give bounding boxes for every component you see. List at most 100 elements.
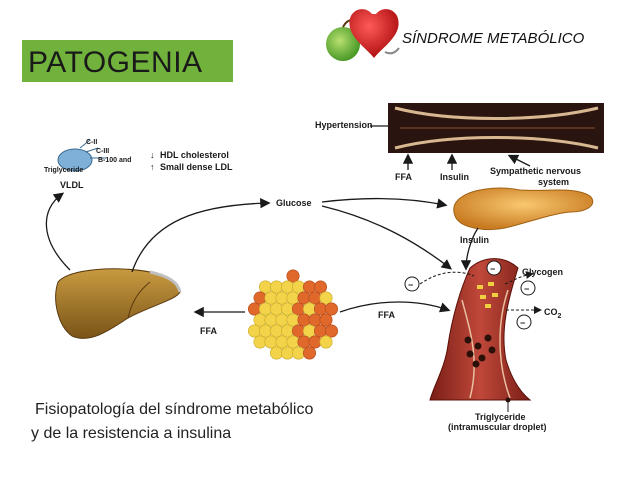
fat-cell bbox=[280, 280, 294, 294]
fat-cell bbox=[280, 346, 294, 360]
apo-b100-label: B-100 and bbox=[98, 157, 131, 164]
title-banner: PATOGENIA bbox=[22, 40, 233, 82]
fat-cell bbox=[286, 335, 300, 349]
hdl-arrow-symbol: ↓ bbox=[150, 150, 155, 160]
fat-cell bbox=[280, 324, 294, 338]
fat-cell bbox=[319, 313, 333, 327]
sympathetic-label: Sympathetic nervous bbox=[490, 166, 581, 176]
svg-text:−: − bbox=[524, 284, 529, 294]
fat-cell bbox=[302, 346, 316, 360]
glucose-to-pancreas-arrow bbox=[321, 197, 448, 209]
fat-cell bbox=[302, 302, 316, 316]
fat-cell bbox=[291, 302, 305, 316]
co2-label: CO2 bbox=[544, 307, 562, 320]
glucose-to-muscle-arrow bbox=[321, 205, 453, 270]
fat-cell bbox=[286, 291, 300, 305]
fat-cell bbox=[258, 280, 272, 294]
blood-vessel-image bbox=[388, 103, 604, 153]
svg-text:−: − bbox=[520, 318, 525, 328]
apo-c2-label: C-II bbox=[86, 139, 97, 146]
sympathetic-to-vessel-arrow bbox=[507, 154, 531, 167]
fat-cell bbox=[313, 324, 327, 338]
pancreas-image bbox=[453, 187, 594, 231]
fat-cell bbox=[248, 302, 262, 316]
triglyceride-vldl-label: Triglyceride bbox=[44, 167, 83, 174]
hdl-label: HDL cholesterol bbox=[160, 150, 229, 160]
fat-cell bbox=[302, 324, 316, 338]
liver-to-glucose-arrow bbox=[131, 198, 271, 273]
fat-cell bbox=[291, 324, 305, 338]
hypertension-label: Hypertension bbox=[315, 120, 373, 130]
ldl-arrow-symbol: ↑ bbox=[150, 162, 155, 172]
svg-text:−: − bbox=[408, 280, 413, 290]
inhibit-symbol-glycogen: − bbox=[520, 280, 536, 296]
fat-cell bbox=[324, 324, 338, 338]
fat-cell bbox=[319, 335, 333, 349]
fat-cell bbox=[291, 280, 305, 294]
glycogen-label: Glycogen bbox=[522, 267, 563, 277]
fat-cell bbox=[302, 280, 316, 294]
figure-caption: Fisiopatología del síndrome metabólico y… bbox=[31, 398, 314, 446]
fat-cell bbox=[297, 335, 311, 349]
adipose-tissue-image bbox=[248, 269, 338, 360]
fat-cell bbox=[313, 280, 327, 294]
fat-cell bbox=[248, 324, 262, 338]
muscle-image bbox=[429, 258, 532, 401]
fat-cell bbox=[313, 302, 327, 316]
fat-cell bbox=[275, 291, 289, 305]
glycogen-dashed-arrow bbox=[504, 271, 534, 285]
fat-cell bbox=[308, 291, 322, 305]
caption-line-2: y de la resistencia a insulina bbox=[31, 425, 232, 442]
fat-cell bbox=[286, 313, 300, 327]
liver-image bbox=[55, 268, 182, 339]
fat-cell bbox=[258, 324, 272, 338]
fat-cell bbox=[324, 302, 338, 316]
fat-cell bbox=[264, 291, 278, 305]
fat-cell bbox=[297, 291, 311, 305]
inhibit-symbol-muscle-top: − bbox=[486, 260, 502, 276]
fat-cell bbox=[308, 313, 322, 327]
fat-cell bbox=[269, 280, 283, 294]
inhibit-symbol-left: − bbox=[404, 276, 420, 292]
apo-c3-label: C-III bbox=[96, 148, 109, 155]
ffa-left-label: FFA bbox=[200, 326, 217, 336]
fat-cell bbox=[286, 269, 300, 283]
ldl-label: Small dense LDL bbox=[160, 162, 233, 172]
fat-cell bbox=[319, 291, 333, 305]
caption-line-1: Fisiopatología del síndrome metabólico bbox=[35, 401, 314, 418]
fat-cell bbox=[264, 313, 278, 327]
intramuscular-label: (intramuscular droplet) bbox=[448, 422, 547, 432]
fat-cell bbox=[280, 302, 294, 316]
inhibit-dashed-line bbox=[419, 271, 475, 285]
glucose-label: Glucose bbox=[276, 198, 312, 208]
fat-cell bbox=[258, 302, 272, 316]
ffa-top-label: FFA bbox=[395, 172, 412, 182]
fat-cell bbox=[253, 313, 267, 327]
fat-cell bbox=[253, 335, 267, 349]
ffa-right-label: FFA bbox=[378, 310, 395, 320]
fat-cell bbox=[269, 324, 283, 338]
header-title: SÍNDROME METABÓLICO bbox=[402, 30, 585, 47]
svg-text:−: − bbox=[490, 264, 495, 274]
triglyceride-bottom-label: Triglyceride bbox=[475, 412, 526, 422]
vldl-particle bbox=[57, 139, 106, 172]
pancreas-to-muscle-arrow bbox=[460, 227, 479, 271]
apple-heart-icon bbox=[326, 9, 400, 61]
insulin-pancreas-label: Insulin bbox=[460, 235, 489, 245]
fat-cell bbox=[269, 302, 283, 316]
page-title: PATOGENIA bbox=[28, 46, 203, 79]
fat-to-muscle-arrow bbox=[339, 301, 451, 313]
sympathetic-system-label: system bbox=[538, 177, 569, 187]
fat-cell bbox=[264, 335, 278, 349]
fat-cell bbox=[308, 335, 322, 349]
fat-cell bbox=[291, 346, 305, 360]
inhibit-symbol-co2: − bbox=[516, 314, 532, 330]
fat-cell bbox=[269, 346, 283, 360]
insulin-top-label: Insulin bbox=[440, 172, 469, 182]
fat-cell bbox=[297, 313, 311, 327]
fat-cell bbox=[275, 335, 289, 349]
liver-to-vldl-arrow bbox=[45, 192, 71, 271]
vldl-label: VLDL bbox=[60, 180, 84, 190]
fat-cell bbox=[275, 313, 289, 327]
